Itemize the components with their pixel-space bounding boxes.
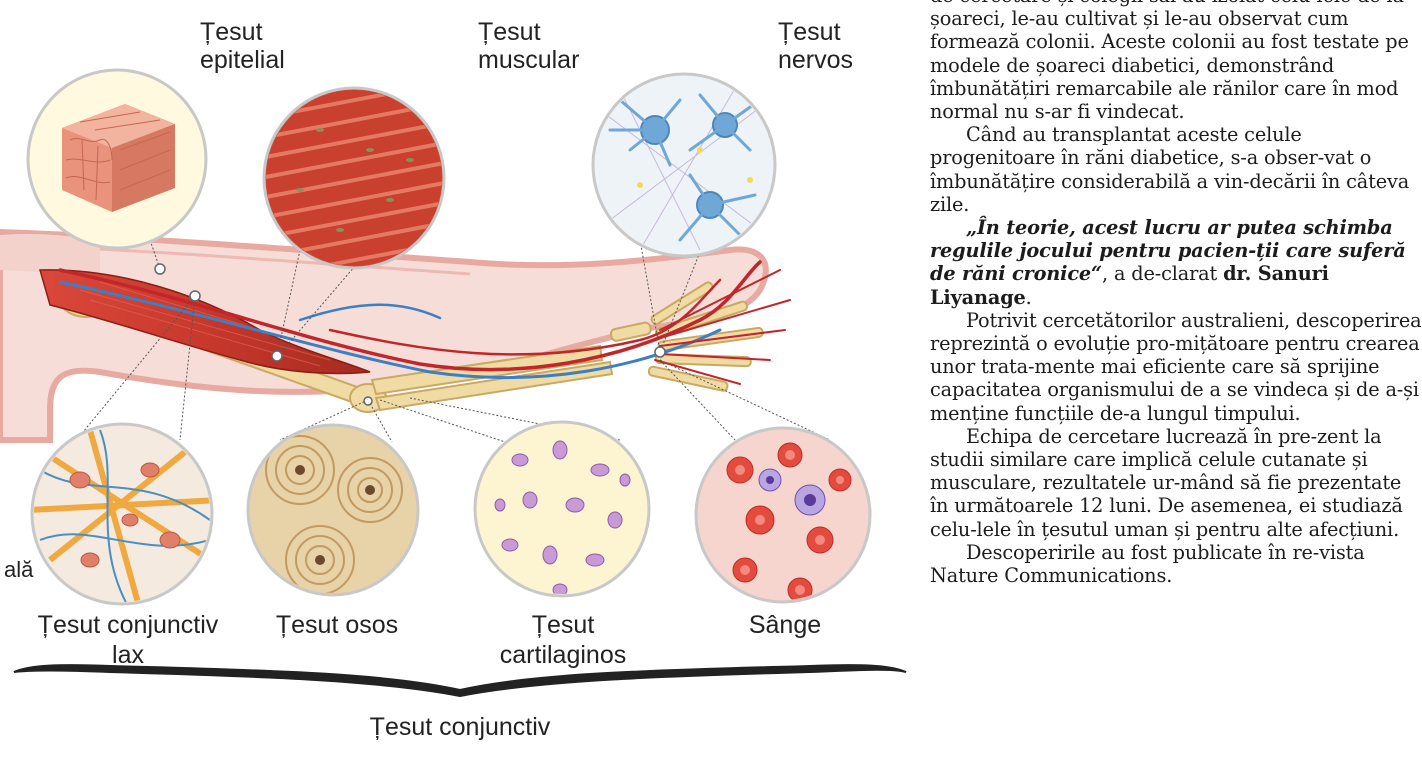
label-blood: Sânge (720, 610, 850, 640)
paragraph-1: de cercetare și colegii săi au izolat ce… (930, 0, 1422, 123)
article-column: de cercetare și colegii săi au izolat ce… (930, 0, 1422, 587)
quote-end: . (1026, 286, 1032, 309)
cartilage-tissue-circle (475, 422, 649, 596)
loose-connective-tissue-circle (30, 424, 220, 610)
label-connective-tissue: Țesut conjunctiv (270, 712, 650, 742)
paragraph-5: Descoperirile au fost publicate în re-vi… (930, 541, 1422, 587)
label-cut-fragment: ală (4, 555, 33, 585)
label-bone: Țesut osos (262, 610, 412, 640)
paragraph-2: Când au transplantat aceste celule proge… (930, 123, 1422, 216)
quote-attribution: , a de-clarat (1102, 262, 1223, 285)
epithelial-tissue-circle (28, 70, 206, 248)
quote-paragraph: „În teorie, acest lucru ar putea schimba… (930, 216, 1422, 309)
paragraph-3: Potrivit cercetătorilor australieni, des… (930, 309, 1422, 425)
bone-tissue-circle (248, 425, 418, 595)
nervous-tissue-circle (593, 74, 775, 256)
paragraph-4: Echipa de cercetare lucrează în pre-zent… (930, 425, 1422, 541)
blood-tissue-circle (696, 428, 870, 602)
